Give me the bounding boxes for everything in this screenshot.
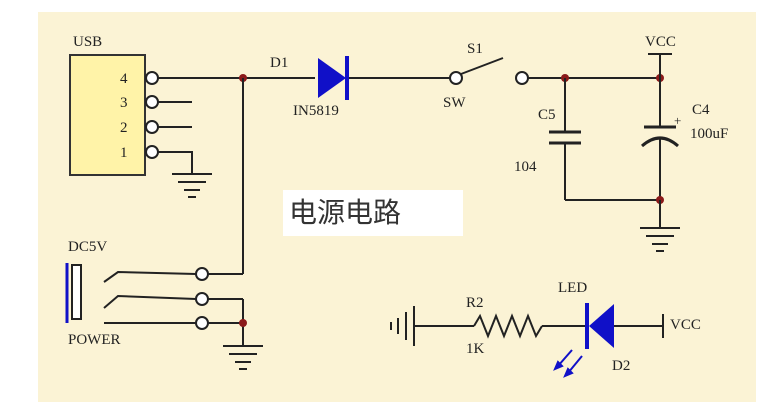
dc-label: DC5V [68,239,108,255]
d1-ref-label: D1 [270,55,289,71]
usb-pin-3 [145,95,159,109]
d2-ref-label: D2 [612,358,631,374]
capacitor-c4 [641,78,679,200]
dc-jack-symbol [65,263,197,324]
dc-pin-3 [195,316,209,330]
r2-ref-label: R2 [466,295,484,311]
usb-pin-1-label: 1 [120,145,128,161]
c4-ref-label: C4 [692,102,710,118]
dc-sub-label: POWER [68,332,121,348]
vcc-top-label: VCC [645,34,676,50]
usb-pin-4-label: 4 [120,71,128,87]
switch-s1 [449,57,529,85]
r2-value-label: 1K [466,341,485,357]
led-d2 [585,303,614,349]
dc-pin-2 [195,292,209,306]
diagram-title: 电源电路 [283,190,463,236]
dc-ground-symbol [223,345,263,370]
usb-pin-3-label: 3 [120,95,128,111]
c5-value-label: 104 [514,159,537,175]
usb-pin-2-label: 2 [120,120,128,136]
s1-ref-label: S1 [467,41,483,57]
c4-polarity-mark: + [674,113,682,128]
usb-ground-symbol [172,173,212,198]
usb-pin-1 [145,145,159,159]
c5-ref-label: C5 [538,107,556,123]
cap-ground-symbol [640,227,680,252]
usb-label: USB [73,34,103,50]
s1-part-label: SW [443,95,466,111]
usb-pin-4 [145,71,159,85]
led-light-arrows [553,349,583,378]
led-label: LED [558,280,588,296]
capacitor-c5 [549,78,581,200]
d1-part-label: IN5819 [293,103,339,119]
led-ground-symbol [390,306,415,346]
dc-pin-1 [195,267,209,281]
resistor-r2 [473,313,543,339]
diode-d1 [318,56,349,100]
junction-dc-ground [239,319,247,327]
usb-pin-2 [145,120,159,134]
vcc-led-label: VCC [670,317,701,333]
usb-connector-body [69,54,146,176]
c4-value-label: 100uF [690,126,729,142]
